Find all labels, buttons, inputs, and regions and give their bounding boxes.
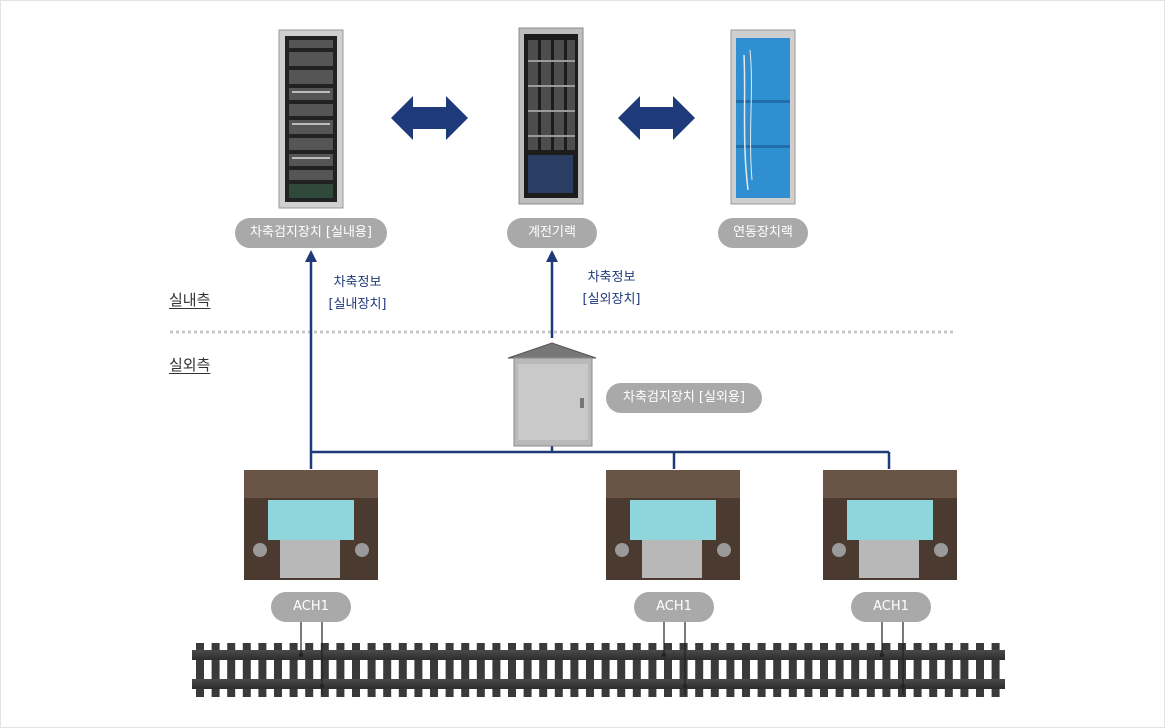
double-arrow-icon-right <box>618 96 695 140</box>
track-sleeper <box>383 643 392 697</box>
track-sleeper <box>476 643 485 697</box>
track-sleeper <box>367 643 376 697</box>
flow-label-outdoor: 차축정보 [실외장치] <box>574 267 649 311</box>
track-sleeper <box>445 643 454 697</box>
track-sleeper <box>788 643 797 697</box>
track-sleeper <box>742 643 750 697</box>
track-sleeper <box>336 643 345 697</box>
track-sleeper <box>554 643 563 697</box>
track-sleeper <box>430 643 438 697</box>
flow-label-indoor: 차축정보 [실내장치] <box>320 272 395 316</box>
label-outdoor-axle-counter: 차축검지장치 [실외용] <box>606 383 762 413</box>
axle-sensor-photo-1 <box>244 470 378 580</box>
interlocking-rack <box>730 29 796 205</box>
zone-label-outdoor: 실외측 <box>169 356 211 374</box>
track-sleeper <box>664 643 672 697</box>
track-sleeper <box>196 643 204 697</box>
track-sleeper <box>523 643 532 697</box>
track-sleeper <box>414 643 423 697</box>
track-sleeper <box>305 643 314 697</box>
track-sleeper <box>773 643 782 697</box>
double-arrow-icon-left <box>391 96 468 140</box>
flow-label-indoor-line2: [실내장치] <box>328 297 387 312</box>
track-sleeper <box>601 643 610 697</box>
track-sleeper <box>757 643 766 697</box>
label-indoor-axle-counter: 차축검지장치 [실내용] <box>235 218 387 248</box>
track-sleeper <box>804 643 813 697</box>
track-sleeper <box>274 643 282 697</box>
track-sleeper <box>492 643 501 697</box>
track-sleeper <box>461 643 470 697</box>
track-sleeper <box>695 643 704 697</box>
lead-joints <box>298 652 906 689</box>
label-sensor-3: ACH1 <box>851 592 931 622</box>
track-sleeper <box>944 643 953 697</box>
track-sleeper <box>570 643 579 697</box>
track-sleeper <box>352 643 360 697</box>
outdoor-axle-counter-cabinet <box>507 342 597 447</box>
track-sleeper <box>632 643 641 697</box>
track-sleeper <box>710 643 719 697</box>
track-sleeper <box>648 643 657 697</box>
track-sleeper <box>398 643 407 697</box>
flow-label-outdoor-line1: 차축정보 <box>587 270 636 285</box>
track-sleeper <box>508 643 516 697</box>
track-sleeper <box>976 643 984 697</box>
track-sleeper <box>960 643 969 697</box>
track-sleeper <box>289 643 298 697</box>
track-sleeper <box>242 643 251 697</box>
track-sleeper <box>258 643 267 697</box>
track-sleeper <box>820 643 828 697</box>
track-sleeper <box>913 643 922 697</box>
signal-lines <box>305 250 891 469</box>
track-sleeper <box>320 643 329 697</box>
track-sleeper <box>898 643 906 697</box>
label-sensor-1: ACH1 <box>271 592 351 622</box>
track-sleeper <box>866 643 875 697</box>
label-interlocking-rack: 연동장치랙 <box>718 218 808 248</box>
axle-sensor-photo-3 <box>823 470 957 580</box>
zone-label-indoor: 실내측 <box>169 291 211 309</box>
track-sleeper <box>835 643 844 697</box>
flow-label-outdoor-line2: [실외장치] <box>582 292 641 307</box>
track-sleeper <box>679 643 688 697</box>
track-sleeper <box>929 643 938 697</box>
relay-rack <box>518 27 584 205</box>
track-sleeper <box>211 643 220 697</box>
track-sleeper <box>882 643 891 697</box>
track-sleeper <box>991 643 1000 697</box>
label-sensor-2: ACH1 <box>634 592 714 622</box>
track-sleeper <box>539 643 548 697</box>
track-sleeper <box>586 643 594 697</box>
label-relay-rack: 계전기랙 <box>507 218 597 248</box>
axle-sensor-photo-2 <box>606 470 740 580</box>
indoor-axle-counter-rack <box>278 29 344 209</box>
track-sleeper <box>617 643 626 697</box>
railway-track <box>192 643 1005 697</box>
flow-label-indoor-line1: 차축정보 <box>333 275 382 290</box>
track-sleeper <box>726 643 735 697</box>
sensor-leads <box>300 620 904 695</box>
track-sleeper <box>851 643 860 697</box>
track-sleeper <box>227 643 236 697</box>
